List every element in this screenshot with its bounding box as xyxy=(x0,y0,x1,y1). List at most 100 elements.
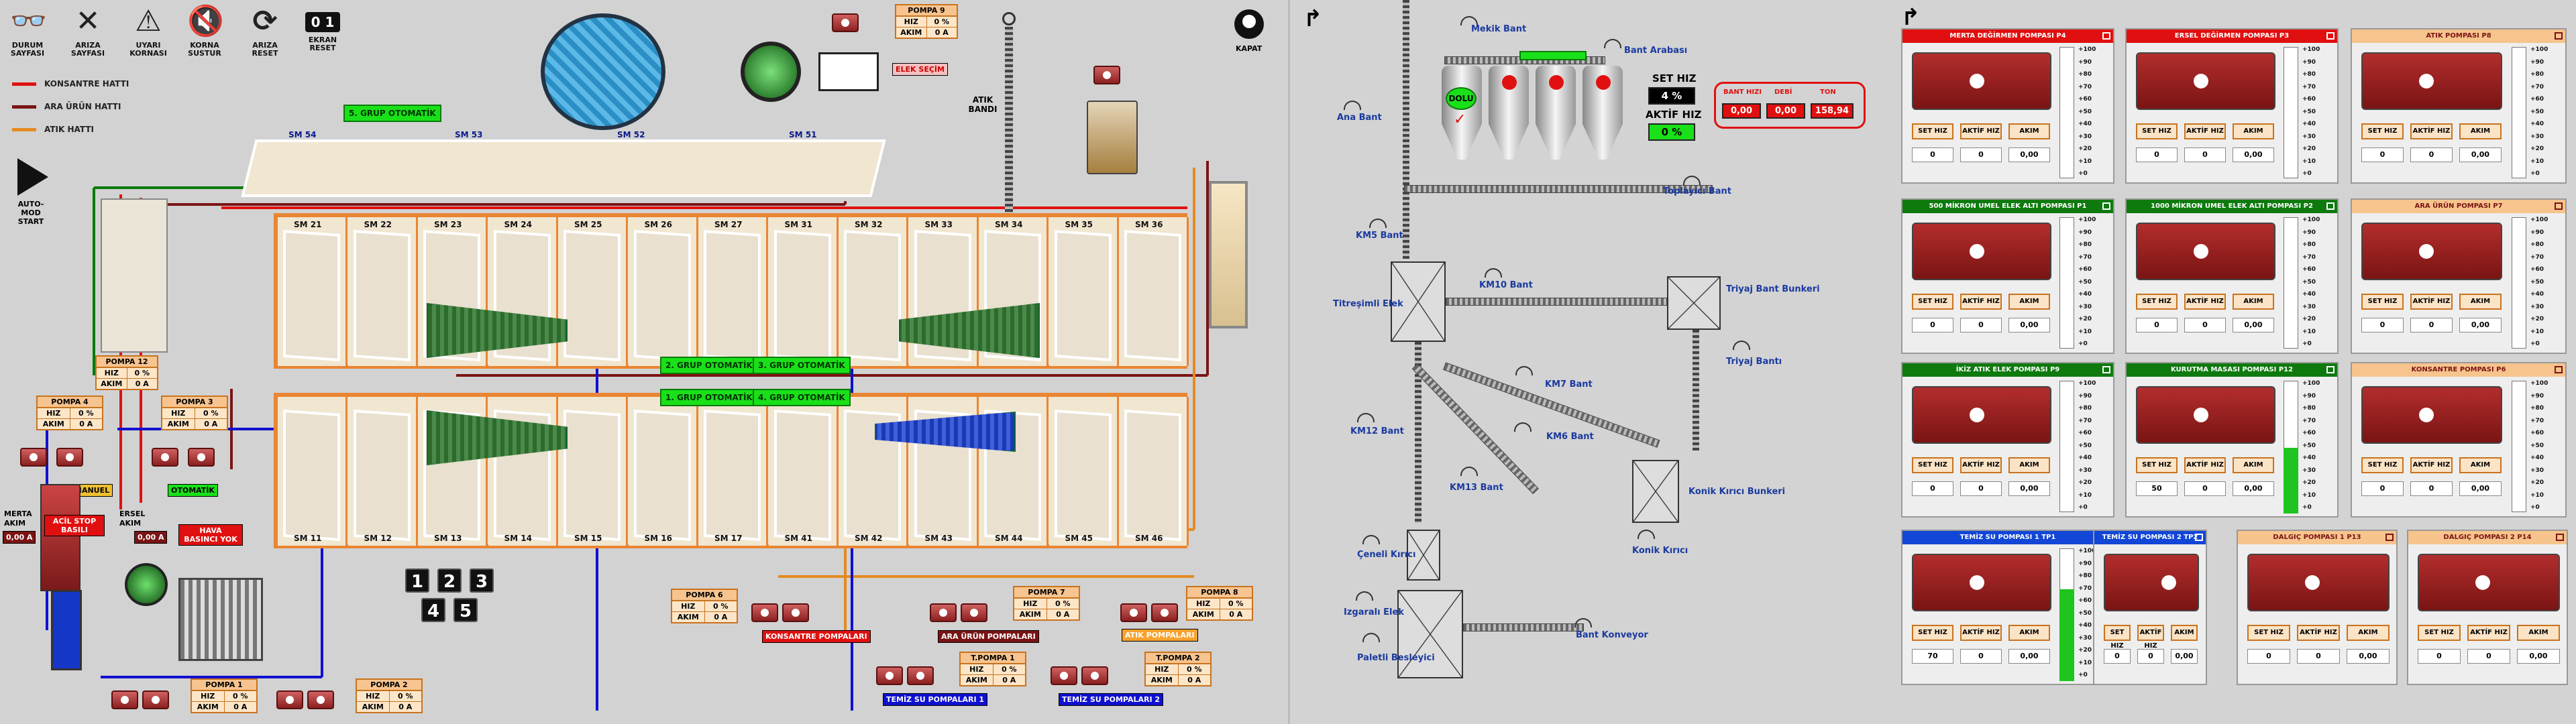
acil-stop-badge[interactable]: ACİL STOP BASILI xyxy=(44,515,105,536)
group-button-1[interactable]: 1 xyxy=(405,568,429,593)
pump-panel-btn[interactable]: SET HIZ xyxy=(2247,625,2290,641)
group2-auto-button[interactable]: 2. GRUP OTOMATİK xyxy=(660,357,758,374)
pump-panel-btn[interactable]: AKIM xyxy=(2233,294,2274,310)
pump-panel-value[interactable]: 0 xyxy=(2361,147,2404,162)
pump-motor-image[interactable] xyxy=(1912,554,2051,611)
elek-secim-button[interactable]: ELEK SEÇİM xyxy=(892,63,948,76)
pump-panel-value[interactable]: 0 xyxy=(2104,649,2131,664)
group-button-2[interactable]: 2 xyxy=(437,568,462,593)
pump-p9[interactable] xyxy=(832,13,859,32)
sm-cell[interactable] xyxy=(278,397,347,546)
pump-motor-image[interactable] xyxy=(2361,223,2502,280)
ariza-reset-button[interactable]: ⟳ARIZA RESET xyxy=(241,5,288,58)
sm-cell[interactable] xyxy=(347,397,418,546)
panel-popup-icon[interactable] xyxy=(2195,534,2203,541)
temiz-pump-1b[interactable] xyxy=(907,666,934,685)
sm-cell[interactable] xyxy=(1119,397,1189,546)
pump-panel-value[interactable]: 0 xyxy=(2136,147,2178,162)
pump-panel-btn[interactable]: AKIM xyxy=(2459,457,2502,473)
kapat-button[interactable] xyxy=(1234,9,1264,39)
set-hiz-value[interactable]: 4 % xyxy=(1648,87,1695,105)
group-button-5[interactable]: 5 xyxy=(453,598,478,622)
pump-panel-btn[interactable]: SET HIZ xyxy=(2361,123,2404,139)
pump-p1-a[interactable] xyxy=(111,690,138,709)
sm-cell[interactable] xyxy=(839,217,908,366)
sm-cell[interactable] xyxy=(698,217,768,366)
pump-panel-btn[interactable]: AKIM xyxy=(2459,123,2502,139)
panel-popup-icon[interactable] xyxy=(2102,32,2110,40)
sm-cell[interactable] xyxy=(768,397,839,546)
dryer-pump[interactable] xyxy=(1093,66,1120,84)
pump-panel-btn[interactable]: SET HIZ xyxy=(2361,457,2404,473)
manuel-badge[interactable]: MANUEL xyxy=(71,484,113,497)
panel-popup-icon[interactable] xyxy=(2385,534,2394,541)
sm-cell[interactable] xyxy=(278,217,347,366)
pump-panel-btn[interactable]: AKTİF HIZ xyxy=(1960,294,2002,310)
pump-panel-btn[interactable]: AKIM xyxy=(2233,457,2274,473)
pump-panel-btn[interactable]: SET HIZ xyxy=(1912,123,1953,139)
pump-panel-btn[interactable]: AKIM xyxy=(2008,457,2050,473)
pump-panel-btn[interactable]: AKTİF HIZ xyxy=(1960,457,2002,473)
durum-button[interactable]: 👓DURUM SAYFASI xyxy=(10,4,47,58)
pump-p1-b[interactable] xyxy=(142,690,169,709)
sm-cell[interactable] xyxy=(628,397,698,546)
group-button-3[interactable]: 3 xyxy=(470,568,494,593)
pump-panel-btn[interactable]: AKTİF HIZ xyxy=(2184,294,2226,310)
panel-popup-icon[interactable] xyxy=(2102,366,2110,373)
pump-panel-value[interactable]: 0 xyxy=(2418,649,2461,664)
panel-popup-icon[interactable] xyxy=(2556,534,2564,541)
pump-motor-image[interactable] xyxy=(2136,223,2275,280)
pump-motor-image[interactable] xyxy=(2104,554,2199,611)
panel-popup-icon[interactable] xyxy=(2555,32,2563,40)
sm-cell[interactable] xyxy=(347,217,418,366)
sm-cell[interactable] xyxy=(558,217,628,366)
pump-panel-value[interactable]: 0 xyxy=(1912,481,1953,496)
pump-p3[interactable] xyxy=(152,448,178,467)
pump-panel-btn[interactable]: AKTİF HIZ xyxy=(2410,457,2453,473)
pump-panel-value[interactable]: 0 xyxy=(1912,318,1953,333)
pump-p4b[interactable] xyxy=(56,448,83,467)
ara-urun-pump-b[interactable] xyxy=(961,603,987,622)
sm-cell[interactable] xyxy=(839,397,908,546)
pump-panel-btn[interactable]: AKIM xyxy=(2233,123,2274,139)
pump-motor-image[interactable] xyxy=(2136,386,2275,444)
panel-popup-icon[interactable] xyxy=(2102,202,2110,210)
temiz-pump-2b[interactable] xyxy=(1081,666,1108,685)
pump-panel-value[interactable]: 50 xyxy=(2136,481,2178,496)
pump-motor-image[interactable] xyxy=(2247,554,2390,611)
pump-panel-btn[interactable]: AKTİF HIZ xyxy=(2137,625,2164,650)
pump-panel-btn[interactable]: AKTİF HIZ xyxy=(2467,625,2510,641)
pump-panel-btn[interactable]: AKTİF HIZ xyxy=(2184,123,2226,139)
korna-sustur-button[interactable]: 🔇KORNA SUSTUR xyxy=(187,4,224,58)
pump-panel-btn[interactable]: AKIM xyxy=(2459,294,2502,310)
pump-panel-btn[interactable]: SET HIZ xyxy=(1912,625,1953,641)
pump-panel-btn[interactable]: AKIM xyxy=(2171,625,2198,641)
pump-panel-btn[interactable]: SET HIZ xyxy=(1912,457,1953,473)
group3-auto-button[interactable]: 3. GRUP OTOMATİK xyxy=(753,357,851,374)
pump-panel-btn[interactable]: SET HIZ xyxy=(2418,625,2461,641)
pump-panel-value[interactable]: 0 xyxy=(2247,649,2290,664)
konsantre-pump-b[interactable] xyxy=(782,603,809,622)
sm-cell[interactable] xyxy=(628,217,698,366)
pump-panel-btn[interactable]: AKTİF HIZ xyxy=(2410,294,2453,310)
hava-basinci-badge[interactable]: HAVA BASINCI YOK xyxy=(178,524,243,546)
ara-urun-pump-a[interactable] xyxy=(930,603,957,622)
pump-p2-b[interactable] xyxy=(307,690,334,709)
pump-panel-btn[interactable]: AKIM xyxy=(2008,123,2050,139)
pump-panel-btn[interactable]: AKIM xyxy=(2347,625,2390,641)
pump-panel-btn[interactable]: AKIM xyxy=(2517,625,2560,641)
panel-popup-icon[interactable] xyxy=(2326,202,2334,210)
sm-cell[interactable] xyxy=(1119,217,1189,366)
pump-panel-btn[interactable]: AKTİF HIZ xyxy=(1960,625,2002,641)
pump-panel-btn[interactable]: AKTİF HIZ xyxy=(2184,457,2226,473)
panel-popup-icon[interactable] xyxy=(2555,202,2563,210)
pump-panel-btn[interactable]: SET HIZ xyxy=(2104,625,2131,650)
atik-pump-a[interactable] xyxy=(1120,603,1147,622)
sm-cell[interactable] xyxy=(558,397,628,546)
pump-panel-btn[interactable]: AKIM xyxy=(2008,625,2050,641)
pump-panel-value[interactable]: 70 xyxy=(1912,649,1953,664)
pump-panel-btn[interactable]: AKIM xyxy=(2008,294,2050,310)
pump-motor-image[interactable] xyxy=(2361,386,2502,444)
ariza-sayfasi-button[interactable]: ✕ARIZA SAYFASI xyxy=(70,4,105,58)
